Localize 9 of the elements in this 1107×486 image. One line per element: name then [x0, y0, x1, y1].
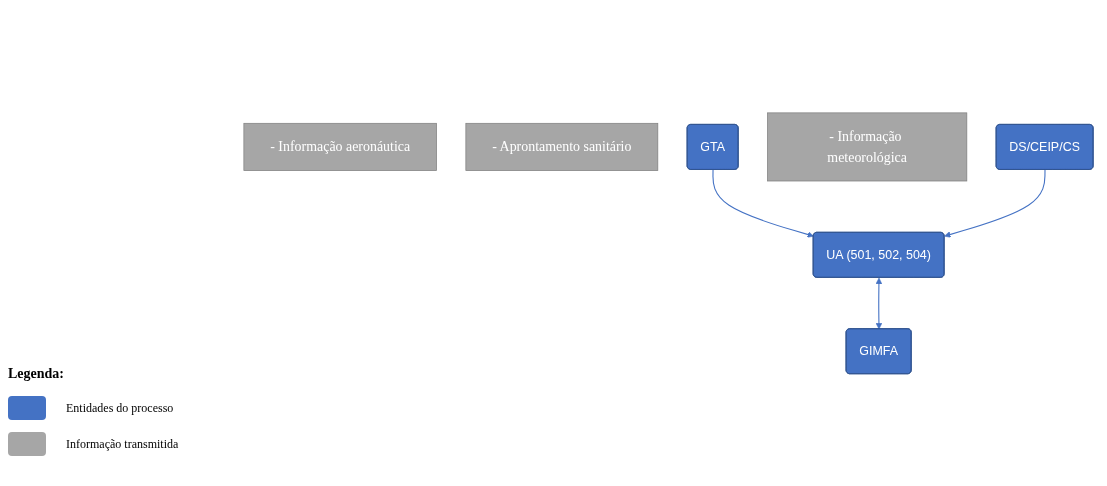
node-box: - Aprontamento sanitário	[465, 122, 659, 171]
node-box: - Informação meteorológica	[767, 112, 968, 182]
arrow	[944, 169, 1046, 238]
legend-label: Informação transmitida	[66, 436, 179, 452]
arrow	[875, 277, 883, 330]
legend-label: Entidades do processo	[66, 400, 174, 416]
arrow	[712, 169, 814, 238]
legend-heading: Legenda:	[8, 366, 65, 382]
node-box: - Informação aeronáutica	[243, 122, 437, 171]
